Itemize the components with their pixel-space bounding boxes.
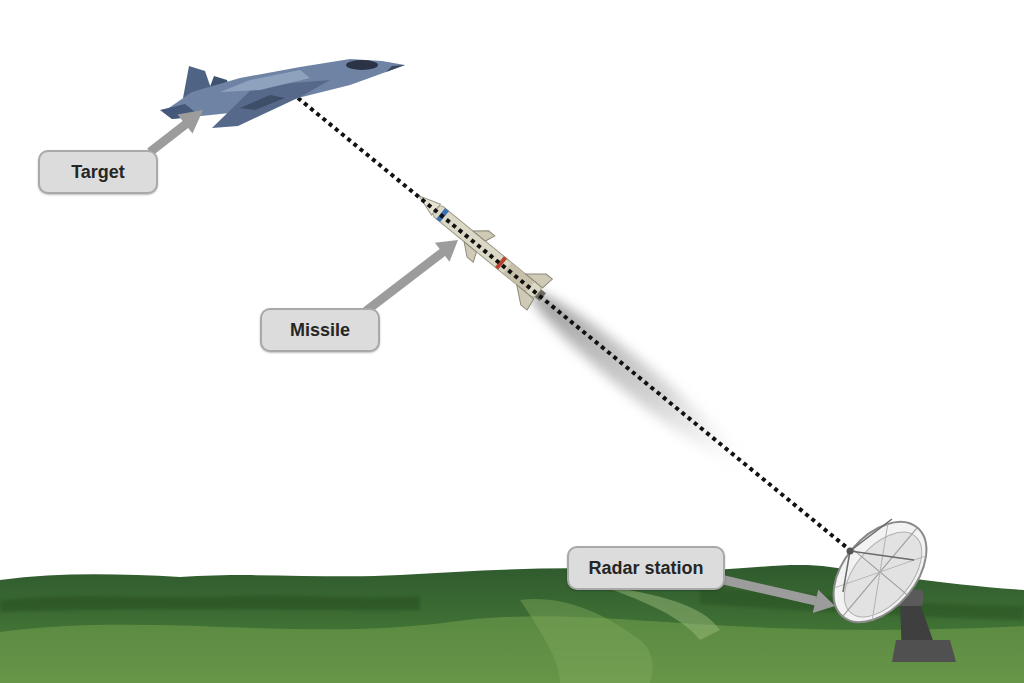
callout-arrow (150, 124, 186, 152)
callout-box: Target (38, 150, 158, 194)
radar-dish (834, 524, 926, 620)
missile (473, 223, 495, 243)
radar-dish (850, 551, 914, 560)
callout-arrow (150, 110, 835, 613)
missile (406, 180, 756, 477)
radar-dish (834, 524, 926, 620)
radar-dish (829, 518, 936, 631)
fighter-jet (386, 65, 405, 72)
radar-dish (815, 504, 945, 639)
callout-label: Missile (290, 319, 350, 341)
missile (508, 285, 535, 310)
callout-arrow (813, 590, 835, 613)
fighter-jet (346, 60, 378, 70)
radar-dish (850, 519, 892, 551)
callout-label: Radar station (588, 557, 703, 579)
radar-dish (815, 504, 945, 639)
fighter-jet (240, 95, 285, 110)
callout-box: Radar station (567, 546, 725, 590)
radar-dish (843, 551, 850, 592)
callout-label: Target (71, 161, 125, 183)
forest-hills (520, 599, 653, 683)
missile (458, 242, 480, 262)
radar-dish (847, 548, 854, 555)
callout-arrow (178, 110, 204, 133)
guidance-beam (298, 98, 851, 551)
radar-dish (892, 640, 956, 662)
forest-hills (0, 616, 1024, 683)
callout-box: Missile (260, 308, 380, 352)
callout-arrow (724, 580, 816, 601)
missile (521, 280, 751, 477)
radar-dish (815, 504, 956, 662)
forest-hills (0, 596, 420, 612)
fighter-jet (220, 70, 310, 92)
callout-arrow (435, 240, 458, 262)
callout-arrow (366, 252, 443, 311)
